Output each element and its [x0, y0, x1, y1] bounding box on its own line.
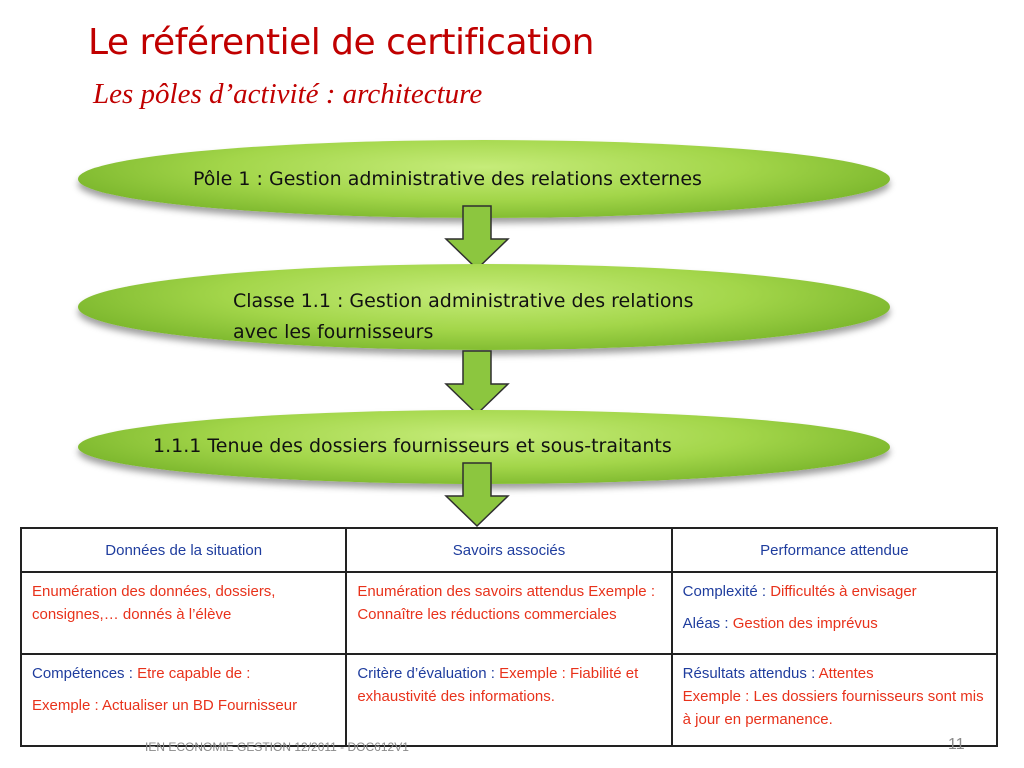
page-number: 11	[948, 736, 965, 753]
cell-critere: Critère d’évaluation : Exemple : Fiabili…	[345, 653, 673, 747]
certification-table: Données de la situation Savoirs associés…	[19, 527, 999, 747]
cell-competences: Compétences : Etre capable de : Exemple …	[19, 653, 348, 747]
critere-value: Exemple : Fiabilité et exhaustivité des …	[357, 665, 639, 705]
resultats-label: Résultats attendus :	[682, 665, 819, 682]
pole-label: Pôle 1 : Gestion administrative des rela…	[193, 168, 702, 190]
resultats-value: Attentes	[818, 665, 874, 682]
competences-example: Exemple : Actualiser un BD Fournisseur	[32, 697, 298, 714]
table-row: Enumération des données, dossiers, consi…	[19, 571, 999, 655]
down-arrow-1	[444, 205, 510, 271]
complexite-label: Complexité :	[682, 583, 771, 600]
cell-resultats: Résultats attendus : Attentes Exemple : …	[670, 653, 999, 747]
table-row: Compétences : Etre capable de : Exemple …	[19, 653, 999, 747]
classe-label-line1: Classe 1.1 : Gestion administrative des …	[233, 290, 694, 312]
slide-title: Le référentiel de certification	[88, 22, 594, 63]
cell-donnees: Enumération des données, dossiers, consi…	[19, 571, 348, 655]
resultats-example: Exemple : Les dossiers fournisseurs sont…	[682, 688, 984, 728]
down-arrow-2	[444, 350, 510, 416]
table-header-row: Données de la situation Savoirs associés…	[19, 527, 999, 573]
cell-savoirs: Enumération des savoirs attendus Exemple…	[345, 571, 673, 655]
classe-ellipse	[78, 264, 890, 350]
competences-label: Compétences :	[32, 665, 138, 682]
cell-performance: Complexité : Difficultés à envisager Alé…	[670, 571, 999, 655]
slide-subtitle: Les pôles d’activité : architecture	[93, 78, 483, 110]
complexite-value: Difficultés à envisager	[770, 583, 917, 600]
header-performance: Performance attendue	[670, 527, 999, 573]
competences-value: Etre capable de :	[137, 665, 251, 682]
critere-label: Critère d’évaluation :	[357, 665, 500, 682]
aleas-value: Gestion des imprévus	[732, 615, 878, 632]
slide-footer: IEN ECONOMIE GESTION 12/2011 - DOC612V1	[145, 740, 409, 754]
pole-ellipse	[78, 140, 890, 218]
header-donnees: Données de la situation	[19, 527, 348, 573]
classe-label: Classe 1.1 : Gestion administrative des …	[233, 286, 693, 348]
header-savoirs: Savoirs associés	[345, 527, 673, 573]
activite-label: 1.1.1 Tenue des dossiers fournisseurs et…	[153, 435, 672, 457]
aleas-label: Aléas :	[682, 615, 733, 632]
classe-label-line2: avec les fournisseurs	[233, 321, 434, 343]
down-arrow-3	[444, 462, 510, 528]
